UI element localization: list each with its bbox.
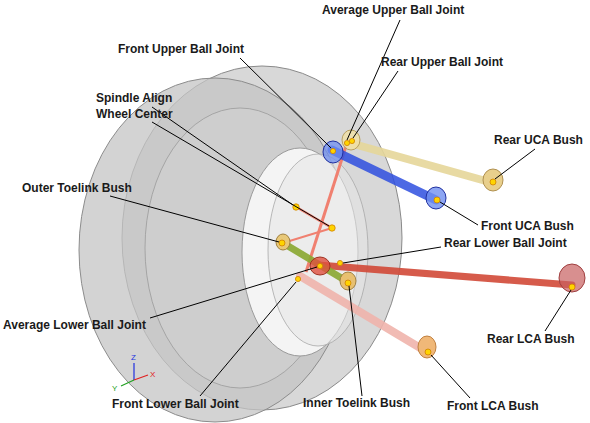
- joint-markers: [279, 138, 575, 355]
- tire: [79, 66, 402, 422]
- toelink: [276, 234, 356, 290]
- axis-label: X: [150, 370, 155, 379]
- part-label: Rear Upper Ball Joint: [381, 55, 503, 69]
- rear-upper-control-arm: [342, 130, 503, 191]
- front-upper-control-arm: [323, 141, 446, 209]
- axis-label: Z: [131, 353, 136, 362]
- part-label: Average Upper Ball Joint: [322, 3, 464, 17]
- upright: [283, 146, 346, 272]
- part-label: Inner Toelink Bush: [303, 396, 410, 410]
- part-label: Outer Toelink Bush: [22, 181, 132, 195]
- part-label: Front LCA Bush: [447, 399, 539, 413]
- rear-lower-control-arm: [318, 264, 585, 292]
- lower-ball-joint-housing: [310, 257, 330, 275]
- part-label: Front UCA Bush: [481, 219, 574, 233]
- front-lower-control-arm: [300, 276, 436, 358]
- part-label: Front Lower Ball Joint: [112, 397, 239, 411]
- axis-label: Y: [112, 384, 117, 393]
- part-label: Average Lower Ball Joint: [3, 318, 146, 332]
- part-label: Rear Lower Ball Joint: [444, 236, 567, 250]
- part-label: Rear UCA Bush: [494, 133, 583, 147]
- part-label: Front Upper Ball Joint: [118, 42, 244, 56]
- part-label: Wheel Center: [96, 107, 173, 121]
- part-label: Rear LCA Bush: [487, 332, 575, 346]
- axis-triad: [121, 363, 148, 386]
- part-label: Spindle Align: [96, 91, 172, 105]
